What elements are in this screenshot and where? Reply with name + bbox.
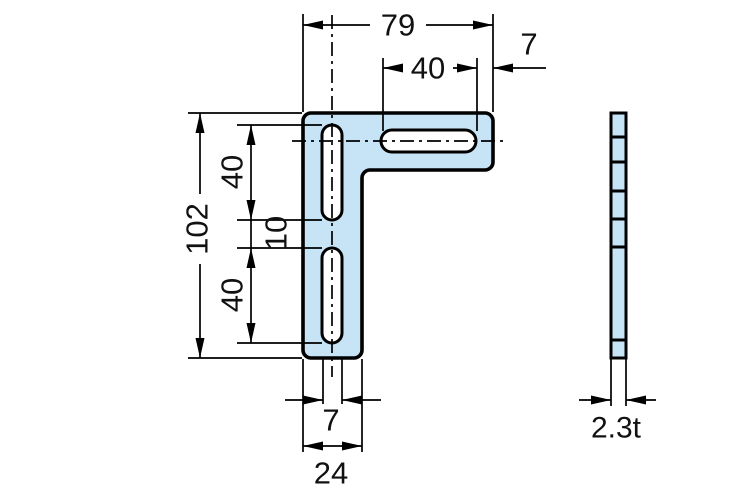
front-view: [292, 15, 508, 377]
dim-slot-width-label: 7: [322, 403, 339, 438]
side-profile-slot-edges: [611, 135, 626, 342]
dim-overall-width-label: 79: [381, 8, 415, 43]
dim-arm-width-label: 24: [314, 456, 348, 491]
dim-top-edge-margin-label: 7: [520, 27, 537, 62]
bracket-outline: [301, 111, 495, 360]
dim-slot-length-upper-label: 40: [215, 155, 250, 189]
dim-thickness-label: 2.3t: [591, 412, 642, 445]
side-view: [609, 111, 628, 360]
dim-slot-length-lower-label: 40: [215, 278, 250, 312]
dimension-arrows: [195, 20, 646, 451]
dimension-labels: 79 40 7 102 40 10 40 7 24 2.3t: [180, 8, 642, 491]
label-backgrounds: [182, 10, 453, 264]
dim-slot-gap-label: 10: [259, 216, 294, 250]
dim-top-slot-length-label: 40: [411, 51, 445, 86]
dim-overall-height-label: 102: [180, 203, 215, 255]
side-profile: [609, 111, 628, 360]
